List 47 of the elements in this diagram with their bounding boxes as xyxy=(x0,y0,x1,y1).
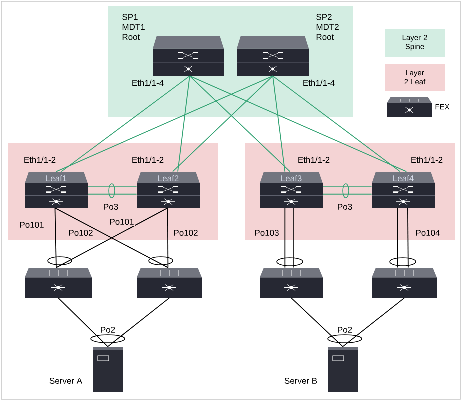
link-line xyxy=(408,208,409,268)
edge-label: Po2 xyxy=(336,326,354,334)
edge-label: Po2 xyxy=(99,326,117,334)
device-label: SP1 MDT1 Root xyxy=(122,14,145,40)
node-label: Leaf2 xyxy=(158,175,179,182)
link-line xyxy=(272,76,286,172)
node-label: Leaf4 xyxy=(394,175,414,182)
link-line xyxy=(189,76,408,172)
server-label: Server B xyxy=(284,378,318,384)
server-label: Server A xyxy=(50,378,82,384)
link-line xyxy=(88,186,138,188)
link-line xyxy=(172,76,274,172)
link-line xyxy=(178,76,190,172)
link-line xyxy=(88,194,138,195)
port-label: Eth1/1-2 xyxy=(24,156,56,164)
port-label: Eth1/1-4 xyxy=(304,80,335,86)
node-label: Leaf3 xyxy=(282,175,302,182)
port-label: Eth1/1-4 xyxy=(132,80,164,86)
link-line xyxy=(272,76,401,172)
switch-icon xyxy=(372,268,437,298)
port-label: Eth1/1-2 xyxy=(412,156,443,164)
leaf-switch: Leaf4 xyxy=(372,172,436,208)
node-label: Leaf1 xyxy=(46,175,67,182)
switch-icon xyxy=(260,268,323,298)
link-line xyxy=(397,208,398,268)
link-line xyxy=(58,298,108,348)
link-line xyxy=(54,208,57,268)
link-line xyxy=(56,76,274,172)
link-line xyxy=(284,208,286,268)
link-line xyxy=(189,76,291,172)
switch-icon xyxy=(137,268,202,298)
link-line xyxy=(322,194,372,195)
leaf-switch: Leaf3 xyxy=(260,172,324,208)
switch-icon xyxy=(25,268,92,298)
switch-icon xyxy=(152,36,224,76)
port-label: Eth1/1-2 xyxy=(298,156,330,164)
port-label: Eth1/1-2 xyxy=(132,156,164,164)
link-line xyxy=(61,76,190,172)
leaf-switch: Leaf2 xyxy=(136,172,200,208)
link-line xyxy=(108,298,170,348)
leaf-switch: Leaf1 xyxy=(24,172,88,208)
link-line xyxy=(322,186,372,188)
link-line xyxy=(342,298,405,348)
link-line xyxy=(167,208,169,268)
switch-icon xyxy=(236,36,310,76)
device-label: SP2 MDT2 Root xyxy=(316,14,339,40)
link-line xyxy=(291,298,344,348)
